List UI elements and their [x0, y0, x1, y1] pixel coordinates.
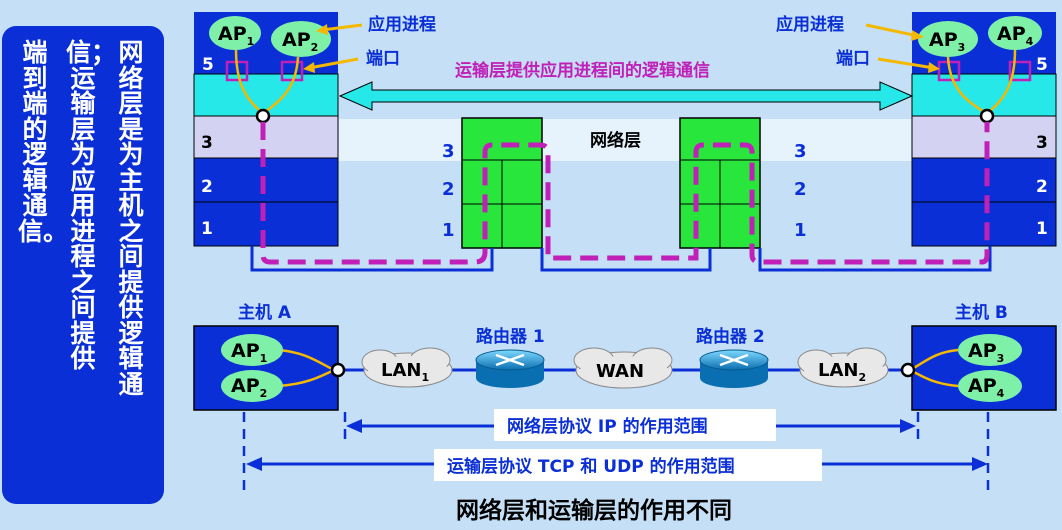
router-1-icon — [475, 349, 545, 388]
ap1-bottom-oval — [221, 334, 283, 366]
tcp-scope-label: 运输层协议 TCP 和 UDP 的作用范围 — [447, 456, 735, 477]
wan-cloud — [573, 347, 673, 389]
layer-3-label-b: 3 — [1036, 133, 1048, 153]
socket-a — [255, 108, 271, 124]
layer-2-label-b: 2 — [1036, 177, 1048, 197]
router2-layer-3: 3 — [794, 141, 807, 162]
port-arrow-right — [877, 57, 935, 70]
lan2-cloud — [797, 347, 889, 388]
ap2-top-text: AP2 — [282, 29, 318, 54]
router-1-stack — [461, 117, 543, 249]
router1-layer-3: 3 — [442, 141, 455, 162]
network-layer-band — [338, 119, 912, 161]
lan2-label: LAN2 — [818, 360, 866, 384]
explanation-col-3: 端到端的逻辑通信。 — [18, 38, 69, 246]
port-label-left: 端口 — [366, 48, 400, 69]
ap3-bottom-text: AP3 — [968, 340, 1004, 365]
lan1-label: LAN1 — [381, 360, 429, 384]
layer-2-label-a: 2 — [201, 177, 213, 197]
app-process-label-left: 应用进程 — [368, 14, 436, 35]
port-square-b2 — [1008, 60, 1032, 82]
socket-b — [979, 108, 995, 124]
scope-guides — [242, 412, 990, 490]
layer-3-label-a: 3 — [201, 133, 213, 153]
socket-b-bottom — [900, 362, 916, 378]
socket-a-bottom — [330, 362, 346, 378]
ap3-bottom-oval — [958, 334, 1022, 366]
router-1-label: 路由器 1 — [476, 326, 545, 347]
ap1-top-oval — [209, 16, 261, 50]
host-b-stack: 5 3 2 1 — [911, 12, 1057, 247]
ap2-top-oval — [271, 21, 331, 57]
host-b-label: 主机 B — [955, 302, 1008, 323]
ip-scope-box — [494, 409, 776, 441]
app-arrow-left — [321, 23, 363, 32]
host-a-curves — [277, 348, 335, 388]
ap1-bottom-text: AP1 — [231, 340, 267, 365]
ap4-bottom-text: AP4 — [968, 375, 1005, 400]
router2-layer-2: 2 — [794, 179, 807, 200]
router1-layer-2: 2 — [442, 179, 455, 200]
logical-path — [260, 122, 990, 265]
physical-link-line — [250, 246, 992, 272]
app-arrow-right — [865, 23, 919, 38]
host-a-label: 主机 A — [238, 302, 292, 323]
layer-5-label-b: 5 — [1036, 55, 1048, 75]
transport-banner: 运输层提供应用进程间的逻辑通信 — [455, 60, 710, 81]
network-layer-label: 网络层 — [590, 130, 641, 151]
layer-1-label-b: 1 — [1036, 219, 1048, 239]
router1-layer-1: 1 — [442, 220, 455, 241]
explanation-panel: 网络层是为主机之间提供逻辑通 信；运输层为应用进程之间提供 端到端的逻辑通信。 — [2, 26, 164, 504]
explanation-col-1: 网络层是为主机之间提供逻辑通 — [118, 38, 144, 399]
ap4-top-text: AP4 — [997, 23, 1034, 48]
router-2-label: 路由器 2 — [696, 326, 765, 347]
layer-1-label-a: 1 — [201, 219, 213, 239]
diagram-caption: 网络层和运输层的作用不同 — [456, 497, 732, 524]
host-a-stack: 5 3 2 1 — [193, 12, 339, 247]
ap3-top-text: AP3 — [929, 29, 965, 54]
router2-layer-1: 1 — [794, 220, 807, 241]
ap4-bottom-oval — [958, 370, 1022, 402]
layer-5-label-a: 5 — [202, 55, 214, 75]
ap1-top-text: AP1 — [218, 23, 254, 48]
transport-double-arrow — [338, 81, 914, 111]
router-2-stack — [679, 117, 761, 249]
port-arrow-left — [308, 57, 359, 70]
router-2-icon — [699, 349, 769, 388]
tcp-scope-box — [434, 449, 822, 481]
ap2-bottom-text: AP2 — [231, 375, 267, 400]
ap2-bottom-oval — [221, 370, 283, 402]
wan-label: WAN — [596, 361, 644, 382]
ip-scope-label: 网络层协议 IP 的作用范围 — [507, 416, 708, 437]
port-label-right: 端口 — [836, 48, 870, 69]
ap4-top-oval — [988, 16, 1042, 50]
ap3-top-oval — [918, 21, 978, 57]
app-process-label-right: 应用进程 — [776, 14, 844, 35]
explanation-col-2: 信；运输层为应用进程之间提供 — [66, 38, 117, 373]
lan1-cloud — [361, 347, 453, 388]
